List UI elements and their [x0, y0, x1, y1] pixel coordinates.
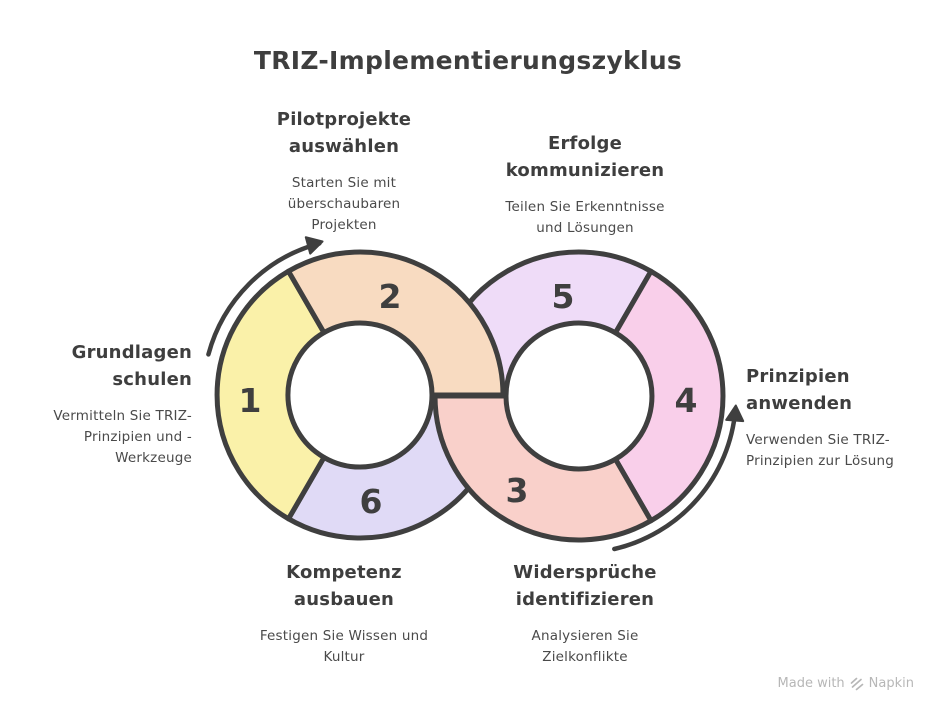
segment-2: [286, 249, 506, 398]
cycle-arrow-left: [206, 241, 322, 357]
step-2-heading: Pilotprojekte auswählen: [276, 109, 412, 157]
segment-2-number: 2: [379, 277, 402, 316]
step-1-label: Grundlagen schulen Vermitteln Sie TRIZ- …: [12, 339, 192, 469]
step-3-description: Analysieren Sie Zielkonflikte: [531, 628, 639, 665]
napkin-logo-icon: [850, 677, 864, 690]
segment-1-number: 1: [239, 381, 262, 420]
step-6-heading: Kompetenz ausbauen: [286, 562, 402, 610]
napkin-watermark: Made with Napkin: [778, 676, 914, 691]
step-2-label: Pilotprojekte auswählen Starten Sie mit …: [214, 106, 474, 236]
cycle-arrow-right-head-icon: [725, 404, 745, 423]
step-2-description: Starten Sie mit überschaubaren Projekten: [287, 175, 401, 233]
step-5-description: Teilen Sie Erkenntnisse und Lösungen: [505, 199, 665, 236]
step-3-heading: Widersprüche identifizieren: [513, 562, 657, 610]
segment-3-number: 3: [506, 471, 529, 510]
step-1-heading: Grundlagen schulen: [71, 342, 192, 390]
step-4-description: Verwenden Sie TRIZ- Prinzipien zur Lösun…: [746, 432, 895, 469]
step-4-label: Prinzipien anwenden Verwenden Sie TRIZ- …: [746, 363, 926, 472]
cycle-arrow-left-head-icon: [304, 236, 324, 255]
watermark-prefix: Made with: [777, 676, 845, 691]
watermark-brand: Napkin: [868, 676, 914, 691]
step-1-description: Vermitteln Sie TRIZ- Prinzipien und - We…: [53, 408, 192, 466]
step-4-heading: Prinzipien anwenden: [746, 366, 853, 414]
segment-4-number: 4: [675, 381, 698, 420]
segment-6-number: 6: [360, 482, 383, 521]
page-title: TRIZ-Implementierungszyklus: [253, 46, 683, 75]
cycle-arrow-right: [612, 407, 738, 552]
segment-5-number: 5: [552, 277, 575, 316]
segment-3: [432, 393, 654, 543]
step-5-heading: Erfolge kommunizieren: [505, 133, 665, 181]
step-3-label: Widersprüche identifizieren Analysieren …: [455, 559, 715, 668]
step-6-description: Festigen Sie Wissen und Kultur: [259, 628, 429, 665]
segment-1: [214, 268, 327, 522]
step-6-label: Kompetenz ausbauen Festigen Sie Wissen u…: [214, 559, 474, 668]
step-5-label: Erfolge kommunizieren Teilen Sie Erkennt…: [455, 130, 715, 239]
segment-4: [613, 268, 726, 524]
